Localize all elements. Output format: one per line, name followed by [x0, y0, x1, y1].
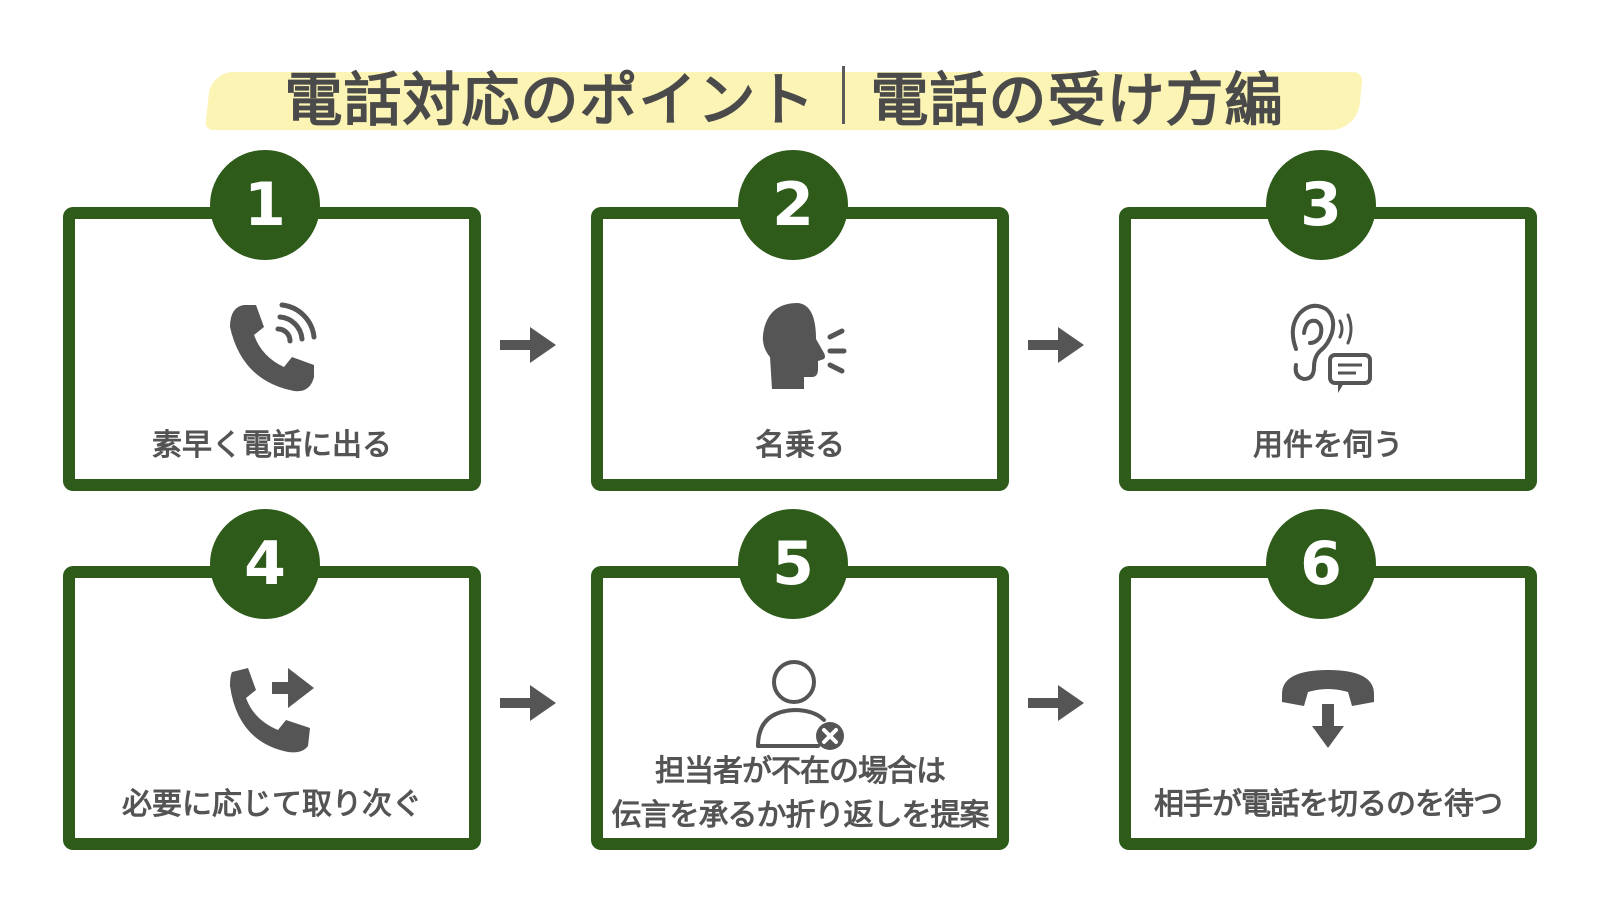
step-number-1: 1: [210, 150, 320, 260]
arrow-right-icon: [1028, 685, 1084, 721]
arrow-right-icon: [500, 685, 556, 721]
step-label-1: 素早く電話に出る: [152, 428, 392, 463]
phone-forward-icon: [230, 668, 314, 753]
step-number-4: 4: [210, 509, 320, 619]
user-absent-icon: [756, 660, 844, 750]
step-number-5: 5: [738, 509, 848, 619]
title-sub: 電話の受け方編: [870, 66, 1284, 134]
step-label-4: 必要に応じて取り次ぐ: [122, 787, 422, 822]
title-separator: [841, 66, 845, 124]
phone-hangup-icon: [1282, 670, 1374, 748]
title-main: 電話対応のポイント: [284, 66, 816, 134]
phone-ringing-icon: [230, 302, 317, 392]
step-number-6: 6: [1266, 509, 1376, 619]
arrow-right-icon: [500, 327, 556, 363]
arrow-right-icon: [1028, 327, 1084, 363]
ear-listening-icon: [1290, 303, 1372, 393]
step-label-2: 名乗る: [755, 428, 845, 463]
step-label-5-line1: 担当者が不在の場合は: [655, 754, 946, 789]
step-label-6: 相手が電話を切るのを待つ: [1154, 787, 1503, 822]
step-number-3: 3: [1266, 150, 1376, 260]
page-title: 電話対応のポイント 電話の受け方編: [208, 58, 1360, 134]
speaking-head-icon: [762, 303, 847, 389]
title-banner: 電話対応のポイント 電話の受け方編: [204, 58, 1364, 134]
step-label-3: 用件を伺う: [1253, 428, 1403, 463]
step-label-5-line2: 伝言を承るか折り返しを提案: [611, 798, 990, 833]
step-number-2: 2: [738, 150, 848, 260]
